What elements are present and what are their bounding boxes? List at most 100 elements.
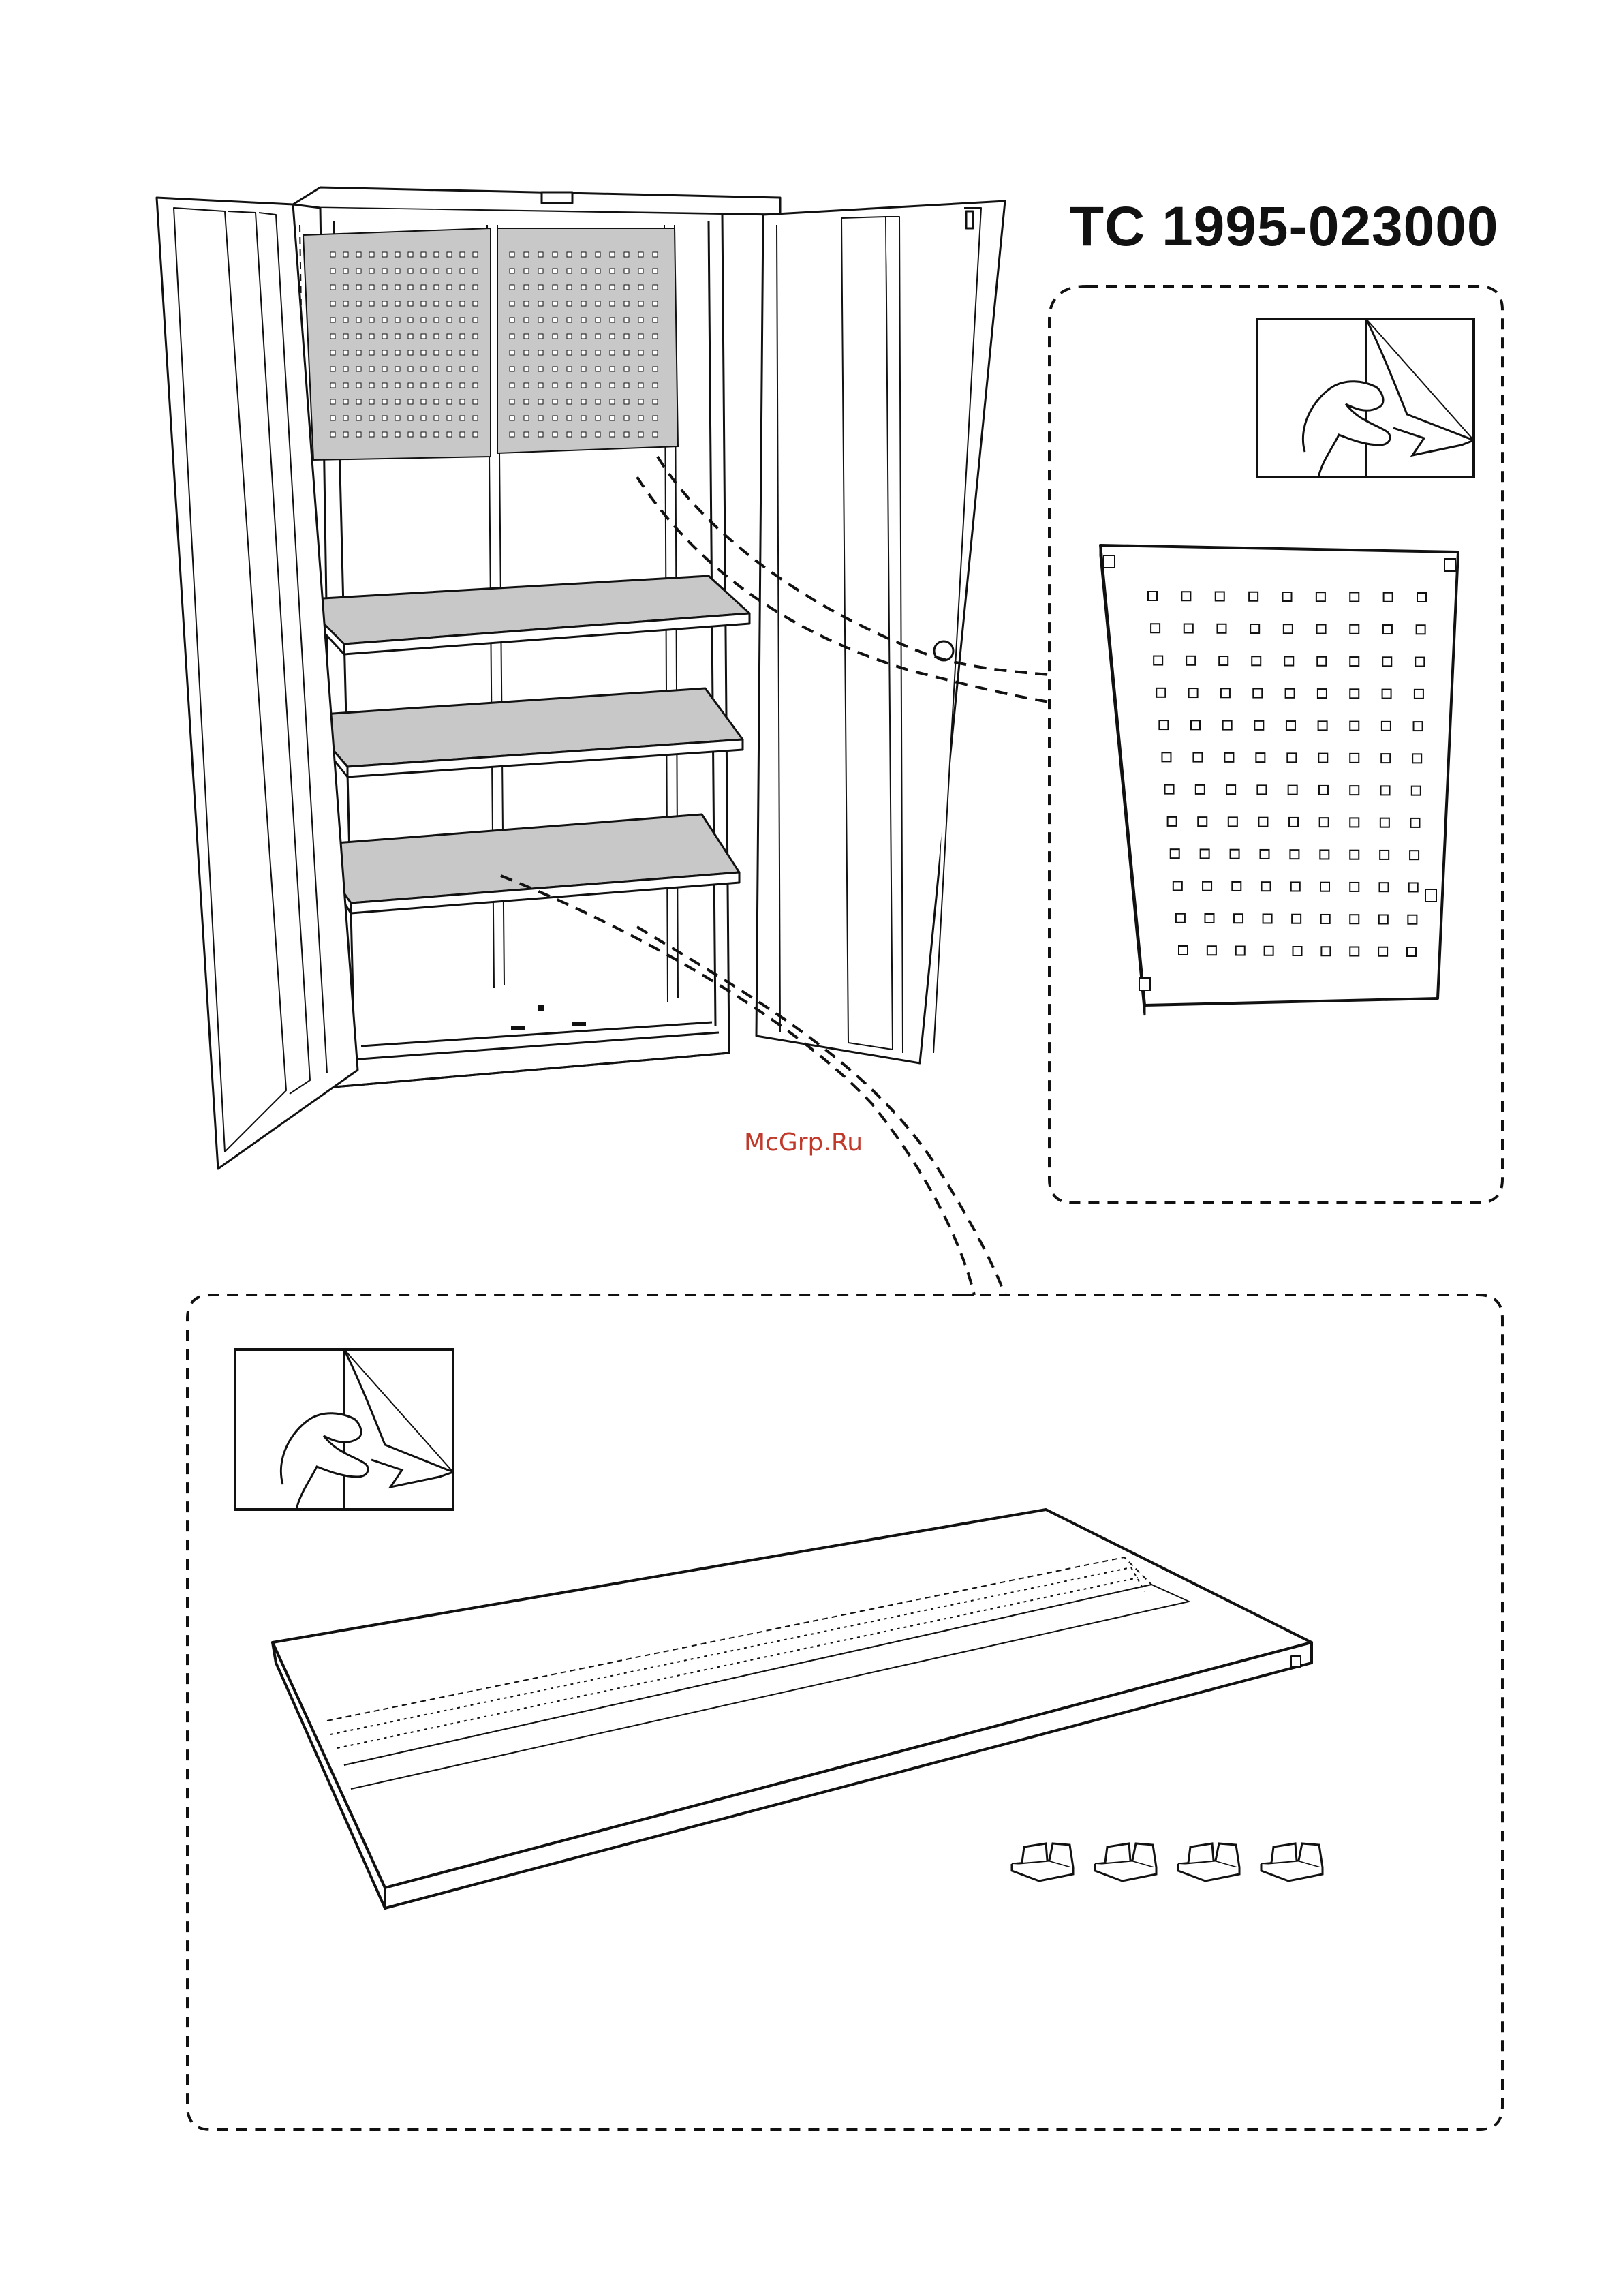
peg-hole [421,383,426,388]
peg-hole [421,350,426,355]
peg-hole [653,416,658,420]
peg-hole [553,399,557,404]
peg-hole [395,383,400,388]
peg-hole [473,334,478,339]
peg-hole [1412,786,1421,795]
peg-hole [434,301,439,306]
peg-hole [1318,689,1327,698]
peg-hole [581,318,586,322]
peg-hole [624,432,629,437]
peg-hole [638,285,643,290]
peg-hole [638,383,643,388]
peg-hole [553,350,557,355]
peg-hole [610,383,615,388]
peg-hole [610,334,615,339]
peg-hole [1414,722,1423,731]
peg-hole [638,432,643,437]
peg-hole [473,285,478,290]
peg-hole [1283,592,1292,601]
peg-hole [524,318,529,322]
peg-hole [330,252,335,257]
peg-hole [653,350,658,355]
peg-hole [343,383,348,388]
peg-hole [460,252,465,257]
peg-hole [596,367,600,371]
peg-hole [460,285,465,290]
peg-hole [1319,786,1328,795]
peg-hole [624,318,629,322]
peg-hole [382,269,387,273]
peg-hole [1154,656,1162,665]
model-number: TC 1995-023000 [1070,195,1498,259]
peg-hole [624,350,629,355]
peg-hole [1162,752,1171,761]
peg-hole [567,301,572,306]
peg-hole [395,367,400,371]
peg-hole [581,367,586,371]
peg-hole [1408,915,1417,924]
peg-hole [1320,818,1329,827]
peg-hole [421,318,426,322]
peg-hole [510,416,514,420]
peg-hole [330,318,335,322]
peg-hole [434,432,439,437]
peg-hole [395,252,400,257]
peg-hole [1350,786,1359,795]
peg-hole [510,432,514,437]
peg-hole [510,318,514,322]
shelf-clip [1261,1843,1323,1881]
peg-hole [1381,786,1390,795]
peg-hole [567,432,572,437]
peg-hole [538,269,543,273]
peg-hole [382,367,387,371]
peg-hole [369,416,374,420]
peg-hole [510,285,514,290]
shelf-detail-box [187,1295,1502,2130]
peg-hole [1382,657,1391,666]
peg-hole [330,432,335,437]
peg-hole [1223,721,1232,730]
peg-hole [538,399,543,404]
peg-hole [524,350,529,355]
peg-hole [434,383,439,388]
peg-hole [1207,946,1216,955]
peg-hole [473,269,478,273]
peg-hole [1252,656,1261,665]
peg-hole [356,383,361,388]
peg-hole [1417,593,1426,602]
peg-hole [581,252,586,257]
peg-hole [553,383,557,388]
peg-hole [369,334,374,339]
shelf-clip [1012,1843,1073,1881]
peg-hole [382,334,387,339]
peg-hole [460,399,465,404]
peg-hole [356,350,361,355]
peg-hole [581,416,586,420]
peg-hole [1291,882,1300,891]
peg-hole [382,416,387,420]
peg-hole [510,383,514,388]
peg-hole [1176,914,1185,923]
peg-hole [1292,915,1301,923]
peg-hole [1217,624,1226,633]
peg-hole [553,252,557,257]
peg-hole [369,350,374,355]
peg-hole [408,432,413,437]
peg-hole [610,399,615,404]
peg-hole [653,285,658,290]
peg-hole [330,383,335,388]
peg-hole [382,318,387,322]
peg-hole [330,399,335,404]
peg-hole [343,301,348,306]
peg-hole [1257,785,1266,794]
peg-hole [610,367,615,371]
peg-hole [421,269,426,273]
peg-hole [638,416,643,420]
peg-hole [434,367,439,371]
peg-hole [460,350,465,355]
peg-hole [1293,947,1302,955]
peg-hole [524,285,529,290]
peg-hole [1317,625,1326,634]
peg-hole [1318,754,1327,763]
peg-hole [1350,593,1359,602]
